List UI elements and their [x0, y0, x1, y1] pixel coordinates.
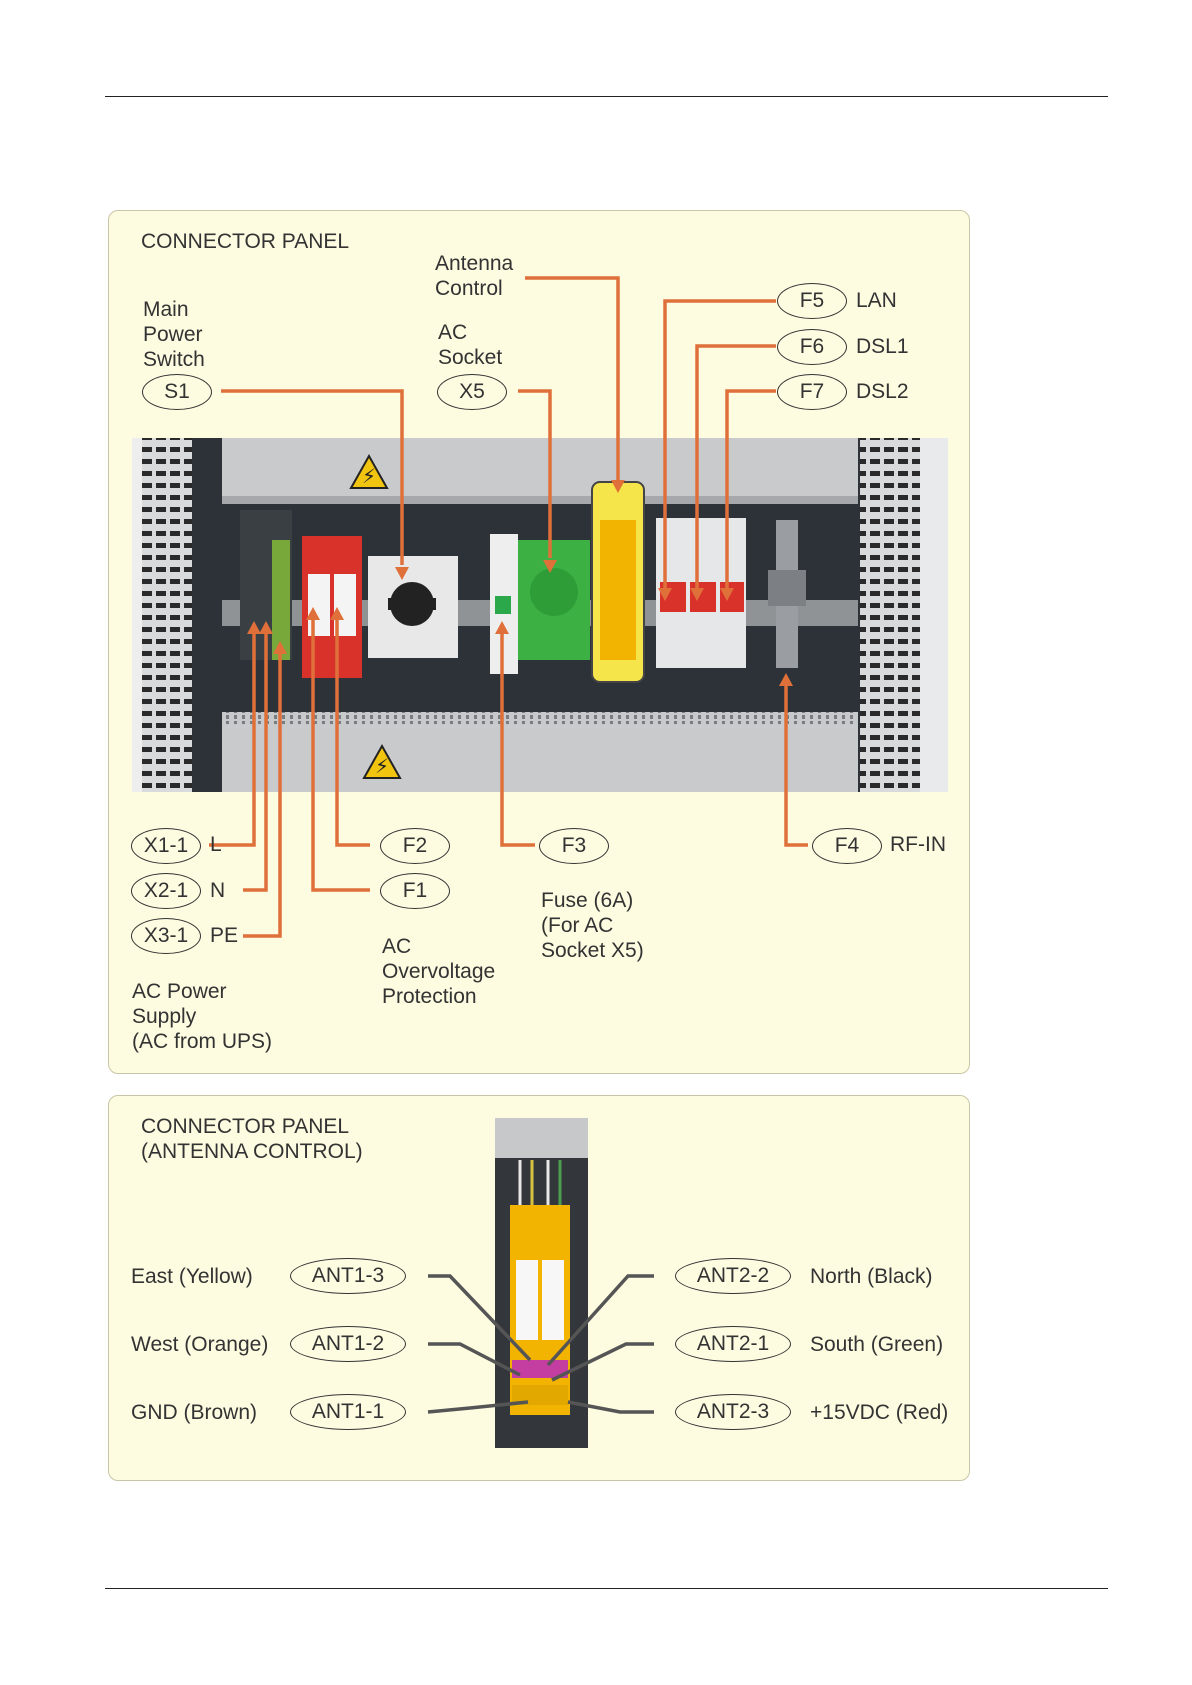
label-south: South (Green) — [810, 1333, 944, 1356]
tag-x2-1: X2-1 — [131, 873, 201, 909]
tag-s1: S1 — [142, 374, 212, 410]
tag-f7: F7 — [777, 374, 847, 410]
label-ac-overvoltage-protection: AC Overvoltage Protection — [382, 935, 496, 1008]
label-north: North (Black) — [810, 1265, 933, 1288]
tag-f5: F5 — [777, 283, 847, 319]
tag-f4: F4 — [812, 828, 882, 864]
tag-ant1-2: ANT1-2 — [290, 1326, 406, 1362]
label-dsl1: DSL1 — [856, 335, 909, 358]
label-ac-socket: AC Socket — [438, 321, 503, 369]
footer-rule — [105, 1588, 1108, 1589]
tag-x1-1: X1-1 — [131, 828, 201, 864]
label-n: N — [210, 879, 226, 902]
label-west: West (Orange) — [131, 1333, 269, 1356]
label-ac-power-supply: AC Power Supply (AC from UPS) — [132, 980, 273, 1053]
label-gnd: GND (Brown) — [131, 1401, 258, 1424]
tag-ant2-3: ANT2-3 — [675, 1394, 791, 1430]
tag-ant2-2: ANT2-2 — [675, 1258, 791, 1294]
label-fuse: Fuse (6A) (For AC Socket X5) — [541, 889, 644, 962]
tag-f3: F3 — [539, 828, 609, 864]
label-pe: PE — [210, 924, 239, 947]
label-l: L — [210, 833, 222, 856]
tag-ant2-1: ANT2-1 — [675, 1326, 791, 1362]
tag-f1: F1 — [380, 873, 450, 909]
tag-f6: F6 — [777, 329, 847, 365]
tag-ant1-1: ANT1-1 — [290, 1394, 406, 1430]
tag-f2: F2 — [380, 828, 450, 864]
label-vdc: +15VDC (Red) — [810, 1401, 949, 1424]
tag-x5: X5 — [437, 374, 507, 410]
panel1-title: CONNECTOR PANEL — [141, 230, 350, 253]
label-dsl2: DSL2 — [856, 380, 909, 403]
header-rule — [105, 96, 1108, 97]
tag-x3-1: X3-1 — [131, 918, 201, 954]
label-rf-in: RF-IN — [890, 833, 946, 856]
label-main-power-switch: Main Power Switch — [143, 298, 205, 371]
label-lan: LAN — [856, 289, 897, 312]
label-east: East (Yellow) — [131, 1265, 253, 1288]
panel2-title: CONNECTOR PANEL (ANTENNA CONTROL) — [141, 1115, 363, 1163]
label-antenna-control: Antenna Control — [435, 252, 514, 300]
tag-ant1-3: ANT1-3 — [290, 1258, 406, 1294]
